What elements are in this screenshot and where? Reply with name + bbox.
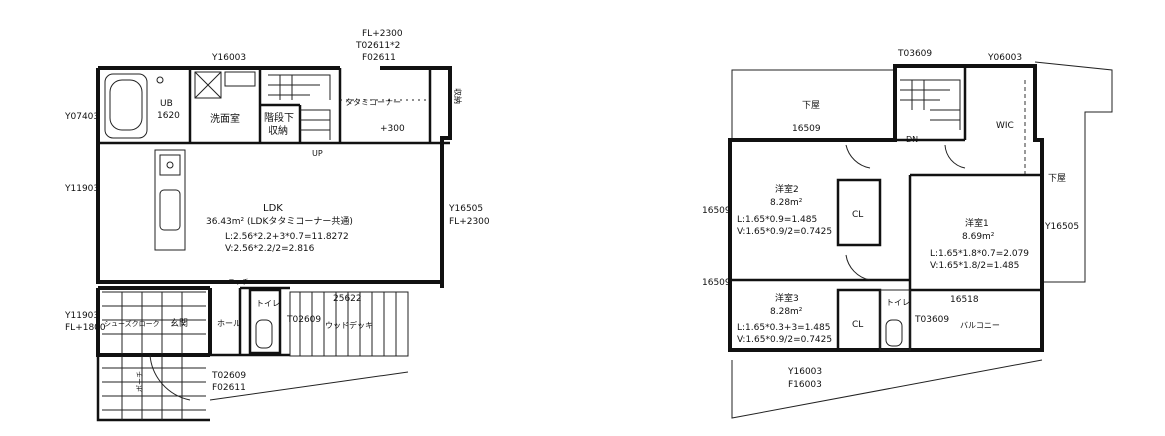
dim-f16003: F16003 xyxy=(788,380,822,390)
yo2-label: 洋室2 xyxy=(775,183,799,195)
storage-label: 収納 xyxy=(453,88,463,104)
kaidan-storage-label: 収納 xyxy=(268,124,288,137)
dim-y11903-b: Y11903 xyxy=(64,311,99,321)
niche-label: ニッチ xyxy=(228,278,249,286)
dim-16509-top: 16509 xyxy=(792,124,821,134)
dim-y16505-2f: Y16505 xyxy=(1044,222,1079,232)
hall-label: ホール xyxy=(217,319,241,328)
yo3-area: 8.28m² xyxy=(770,307,803,317)
shoes-label: シューズクローク xyxy=(104,319,160,328)
wic-label: WIC xyxy=(996,121,1014,131)
yo1-l: L:1.65*1.8*0.7=2.079 xyxy=(930,249,1029,259)
yo3-label: 洋室3 xyxy=(775,292,799,304)
yo2-area: 8.28m² xyxy=(770,198,803,208)
dim-y06003: Y06003 xyxy=(987,53,1022,63)
dim-y16003-1f: Y16003 xyxy=(211,53,246,63)
ldk-area-label: 36.43m² (LDKタタミコーナー共通) xyxy=(206,216,353,227)
dim-fl1800: FL+1800 xyxy=(65,323,106,333)
wood-deck xyxy=(289,291,409,357)
stairs-1f xyxy=(268,74,331,140)
tatami-level-label: +300 xyxy=(380,124,405,134)
ub-size-label: 1620 xyxy=(157,111,180,121)
ldk-l-label: L:2.56*2.2+3*0.7=11.8272 xyxy=(225,232,349,242)
cl1-label: CL xyxy=(852,210,863,220)
kaidan-label: 階段下 xyxy=(264,111,294,124)
floor-1-plan xyxy=(96,66,452,422)
floor-2-plan xyxy=(728,61,1113,419)
yo2-l: L:1.65*0.9=1.485 xyxy=(737,215,817,225)
dim-fl2300-side: FL+2300 xyxy=(449,217,490,227)
dim-16509-left2: 16509 xyxy=(702,278,731,288)
ub-label: UB xyxy=(160,99,173,109)
senmen-label: 洗面室 xyxy=(210,112,240,125)
dim-y16003-2f: Y16003 xyxy=(787,367,822,377)
yo3-l: L:1.65*0.3+3=1.485 xyxy=(737,323,830,333)
toilet-2f-label: トイレ xyxy=(886,298,910,307)
ldk-label: LDK xyxy=(263,203,283,214)
dim-f02611-bottom: F02611 xyxy=(212,383,246,393)
yo1-area: 8.69m² xyxy=(962,232,995,242)
yo1-v: V:1.65*1.8/2=1.485 xyxy=(930,261,1019,271)
porch-label: ポーチ xyxy=(136,371,144,392)
stairs-2f xyxy=(900,79,961,130)
dim-y07403: Y07403 xyxy=(64,112,99,122)
genkan-tile xyxy=(102,291,206,420)
dim-fl2300-top: FL+2300 xyxy=(362,29,403,39)
kitchen-counter xyxy=(154,149,186,251)
dn-label: DN xyxy=(906,135,918,144)
dim-y16505-1f: Y16505 xyxy=(448,204,483,214)
dim-f02611-top: F02611 xyxy=(362,53,396,63)
shitaya-left-label: 下屋 xyxy=(802,100,820,111)
dim-t02609-deck: T02609 xyxy=(286,315,321,325)
dim-16518: 16518 xyxy=(950,295,979,305)
genkan-label: 玄関 xyxy=(170,317,188,329)
yo3-v: V:1.65*0.9/2=0.7425 xyxy=(737,335,832,345)
tatami-label: タタミコーナー xyxy=(345,98,401,107)
dim-16509-left: 16509 xyxy=(702,206,731,216)
dim-y11903: Y11903 xyxy=(64,184,99,194)
dim-t02609-bottom: T02609 xyxy=(211,371,246,381)
dim-t03609-side: T03609 xyxy=(914,315,949,325)
dim-25622: 25622 xyxy=(333,294,362,304)
dim-t02611: T02611*2 xyxy=(355,41,400,51)
yo2-v: V:1.65*0.9/2=0.7425 xyxy=(737,227,832,237)
ldk-v-label: V:2.56*2.2/2=2.816 xyxy=(225,244,315,254)
deck-label: ウッドデッキ xyxy=(325,320,373,330)
cl2-label: CL xyxy=(852,320,863,330)
dim-t03609-top: T03609 xyxy=(897,49,932,59)
up-label: UP xyxy=(312,149,323,158)
shitaya-right-label: 下屋 xyxy=(1048,173,1066,184)
balcony-label: バルコニー xyxy=(960,321,1000,330)
yo1-label: 洋室1 xyxy=(965,217,989,229)
toilet-1f-label: トイレ xyxy=(256,299,280,308)
